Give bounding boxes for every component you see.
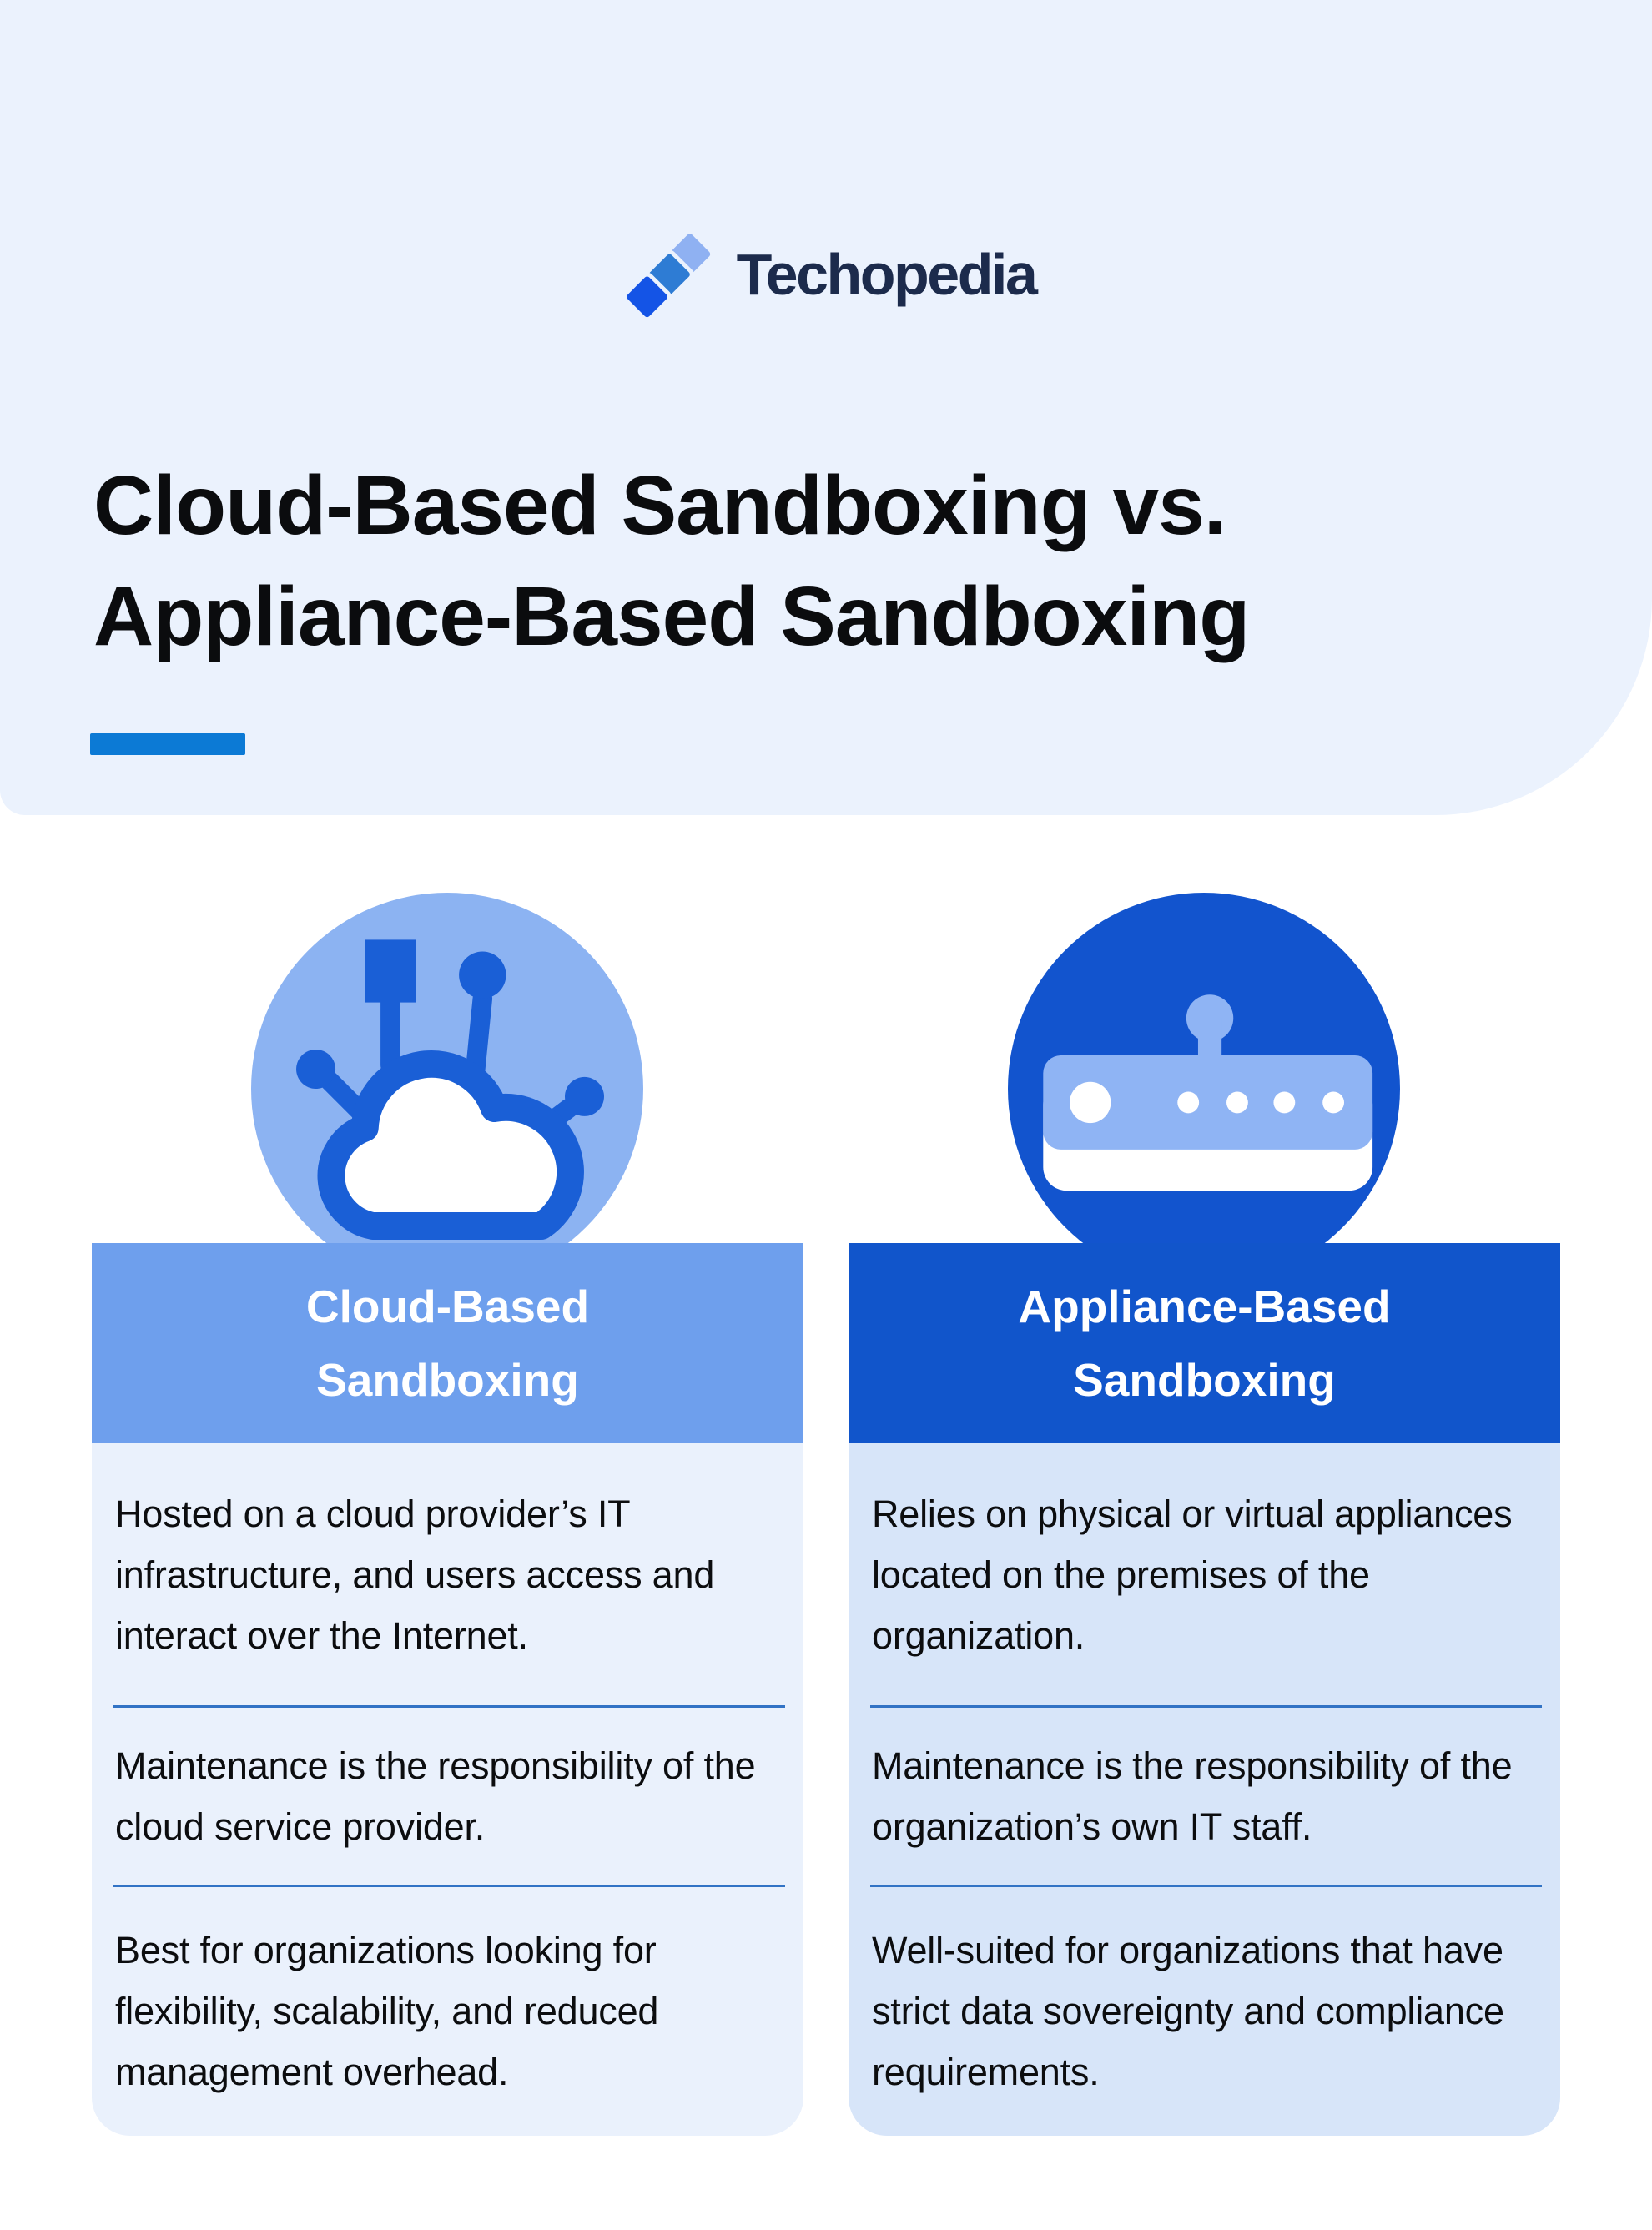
row-divider xyxy=(113,1705,785,1708)
techopedia-wordmark: Techopedia xyxy=(736,242,1038,307)
appliance-header-line-1: Appliance-Based xyxy=(1018,1281,1391,1332)
page-title: Cloud-Based Sandboxing vs. Appliance-Base… xyxy=(93,451,1250,672)
cloud-column-header: Cloud-Based Sandboxing xyxy=(92,1243,803,1443)
cloud-row-3-text: Best for organizations looking for flexi… xyxy=(115,1928,659,2093)
row-divider xyxy=(870,1885,1542,1887)
appliance-row-3: Well-suited for organizations that have … xyxy=(849,1887,1560,2134)
cloud-row-2-text: Maintenance is the responsibility of the… xyxy=(115,1744,756,1848)
cloud-row-1: Hosted on a cloud provider’s IT infrastr… xyxy=(92,1443,803,1705)
row-divider xyxy=(870,1705,1542,1708)
header-banner: Techopedia Cloud-Based Sandboxing vs. App… xyxy=(0,0,1652,815)
cloud-row-3: Best for organizations looking for flexi… xyxy=(92,1887,803,2134)
cloud-network-icon xyxy=(251,893,643,1285)
cloud-header-line-2: Sandboxing xyxy=(316,1354,579,1406)
cloud-header-line-1: Cloud-Based xyxy=(305,1281,590,1332)
appliance-column-card: Relies on physical or virtual appliances… xyxy=(849,1443,1560,2136)
appliance-header-line-2: Sandboxing xyxy=(1073,1354,1336,1406)
cloud-row-2: Maintenance is the responsibility of the… xyxy=(92,1708,803,1885)
appliance-row-1-text: Relies on physical or virtual appliances… xyxy=(872,1492,1513,1657)
appliance-row-1: Relies on physical or virtual appliances… xyxy=(849,1443,1560,1705)
appliance-icon-circle xyxy=(1008,893,1400,1285)
title-line-2: Appliance-Based Sandboxing xyxy=(93,570,1250,663)
row-divider xyxy=(113,1885,785,1887)
appliance-icon xyxy=(1008,893,1400,1285)
appliance-row-3-text: Well-suited for organizations that have … xyxy=(872,1928,1504,2093)
title-line-1: Cloud-Based Sandboxing vs. xyxy=(93,459,1226,552)
cloud-row-1-text: Hosted on a cloud provider’s IT infrastr… xyxy=(115,1492,715,1657)
cloud-column-card: Hosted on a cloud provider’s IT infrastr… xyxy=(92,1443,803,2136)
appliance-column-header: Appliance-Based Sandboxing xyxy=(849,1243,1560,1443)
appliance-row-2: Maintenance is the responsibility of the… xyxy=(849,1708,1560,1885)
cloud-icon-circle xyxy=(251,893,643,1285)
techopedia-logo: Techopedia xyxy=(0,224,1652,325)
title-accent-bar xyxy=(90,733,245,755)
techopedia-logo-icon xyxy=(622,229,714,322)
appliance-row-2-text: Maintenance is the responsibility of the… xyxy=(872,1744,1513,1848)
